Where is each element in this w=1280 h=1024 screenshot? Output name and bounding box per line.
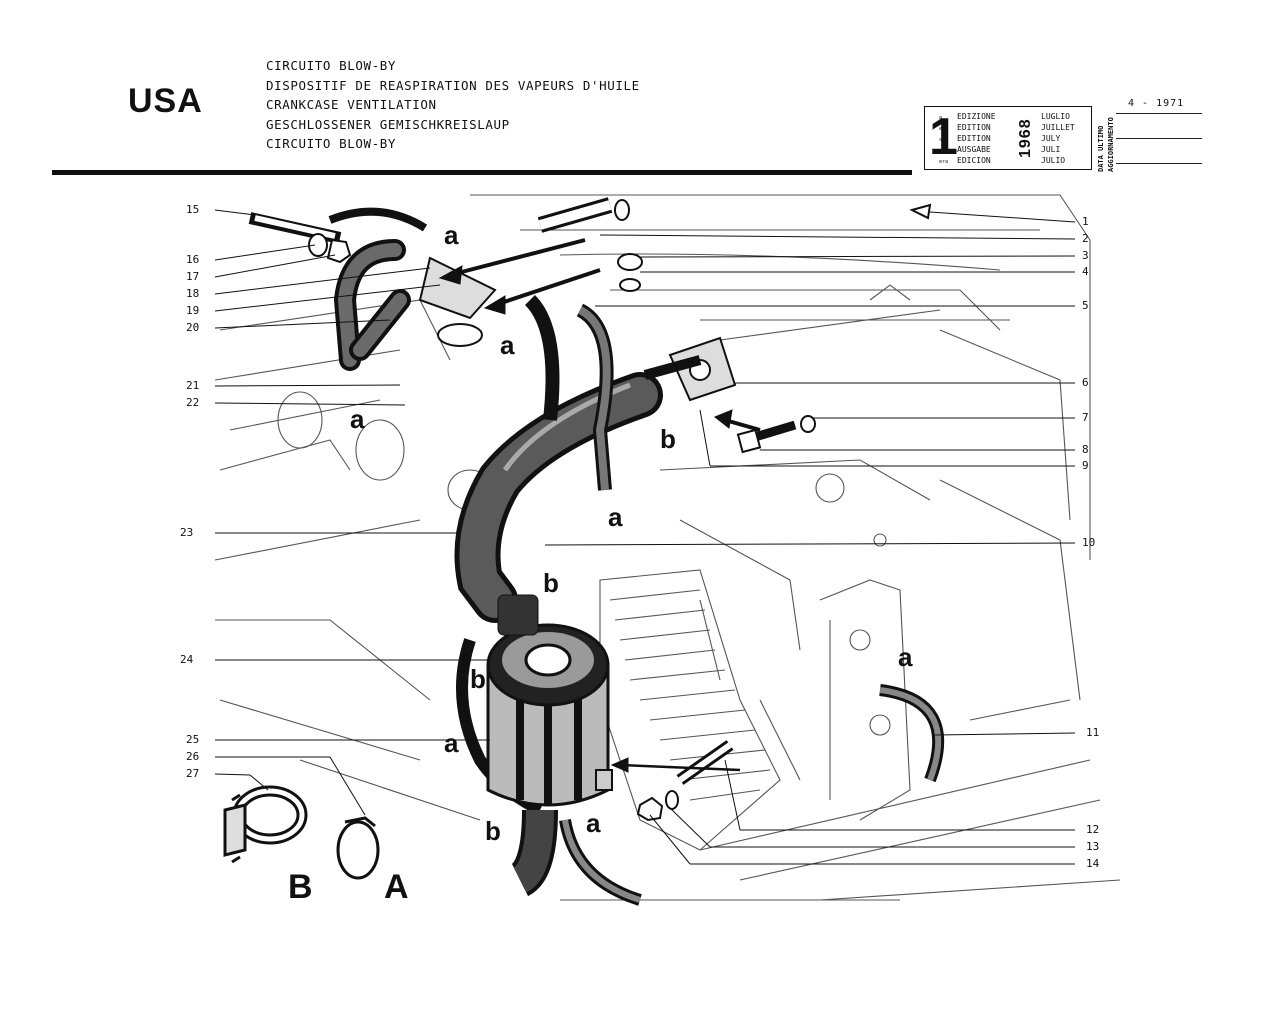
vent-hoses (333, 239, 945, 906)
callout-6: 6 (1082, 376, 1089, 389)
edition-suffixes: a ere st . era (939, 115, 949, 165)
leader-lines (214, 209, 1076, 865)
title-german: GESCHLOSSENER GEMISCHKREISLAUP (266, 116, 510, 132)
header-rule (52, 170, 912, 175)
callout-21: 21 (186, 379, 200, 392)
callout-23: 23 (180, 526, 194, 539)
update-line (1116, 138, 1202, 139)
update-date: 4 - 1971 (1128, 98, 1185, 109)
edition-box: 1 a ere st . era EDIZIONE EDITION EDITIO… (924, 106, 1092, 170)
callout-15: 15 (186, 203, 200, 216)
callout-3: 3 (1082, 249, 1089, 262)
title-spanish: CIRCUITO BLOW-BY (266, 136, 397, 151)
hose-clamps (223, 785, 380, 880)
callout-25: 25 (186, 733, 200, 746)
oil-separator (486, 594, 613, 807)
hose-letter: b (470, 664, 486, 694)
hose-letter: a (350, 404, 365, 434)
edition-number: 1 (929, 108, 958, 166)
callout-22: 22 (186, 396, 200, 409)
callout-4: 4 (1082, 265, 1089, 278)
callout-5: 5 (1082, 299, 1089, 312)
callout-18: 18 (186, 287, 200, 300)
region-label: USA (128, 82, 203, 120)
clamp-label-a: A (384, 868, 409, 906)
callout-24: 24 (180, 653, 194, 666)
callout-19: 19 (186, 304, 200, 317)
edition-months: LUGLIO JUILLET JULY JULI JULIO (1041, 112, 1075, 165)
hose-letter: a (898, 642, 913, 672)
callout-14: 14 (1086, 857, 1100, 870)
callout-27: 27 (186, 767, 200, 780)
hose-letter: b (660, 424, 676, 454)
callout-8: 8 (1082, 443, 1089, 456)
hose-letter: a (608, 502, 623, 532)
callout-26: 26 (186, 750, 200, 763)
hose-letter: b (543, 568, 559, 598)
hose-letter: b (485, 816, 501, 846)
hose-letter: a (444, 220, 459, 250)
callout-13: 13 (1086, 840, 1100, 853)
callout-16: 16 (186, 253, 200, 266)
title-french: DISPOSITIF DE REASPIRATION DES VAPEURS D… (266, 77, 640, 93)
clamp-label-b: B (288, 868, 313, 906)
flange-parts (248, 197, 932, 822)
update-line (1116, 163, 1202, 164)
callout-11: 11 (1086, 726, 1100, 739)
edition-words: EDIZIONE EDITION EDITION AUSGABE EDICION (957, 112, 996, 165)
callout-7: 7 (1082, 411, 1089, 424)
title-block: CIRCUITO BLOW-BY DISPOSITIF DE REASPIRAT… (266, 56, 640, 154)
callout-10: 10 (1082, 536, 1096, 549)
callout-9: 9 (1082, 459, 1089, 472)
update-line (1116, 113, 1202, 114)
title-english: CRANKCASE VENTILATION (266, 97, 437, 112)
callout-2: 2 (1082, 232, 1089, 245)
callout-1: 1 (1082, 215, 1089, 228)
callout-20: 20 (186, 321, 200, 334)
callout-17: 17 (186, 270, 200, 283)
hose-letter: a (586, 808, 601, 838)
direction-arrows (328, 207, 761, 773)
title-italian: CIRCUITO BLOW-BY (266, 58, 397, 73)
hose-letter: a (500, 330, 515, 360)
hose-letter: a (444, 728, 459, 758)
callout-12: 12 (1086, 823, 1100, 836)
